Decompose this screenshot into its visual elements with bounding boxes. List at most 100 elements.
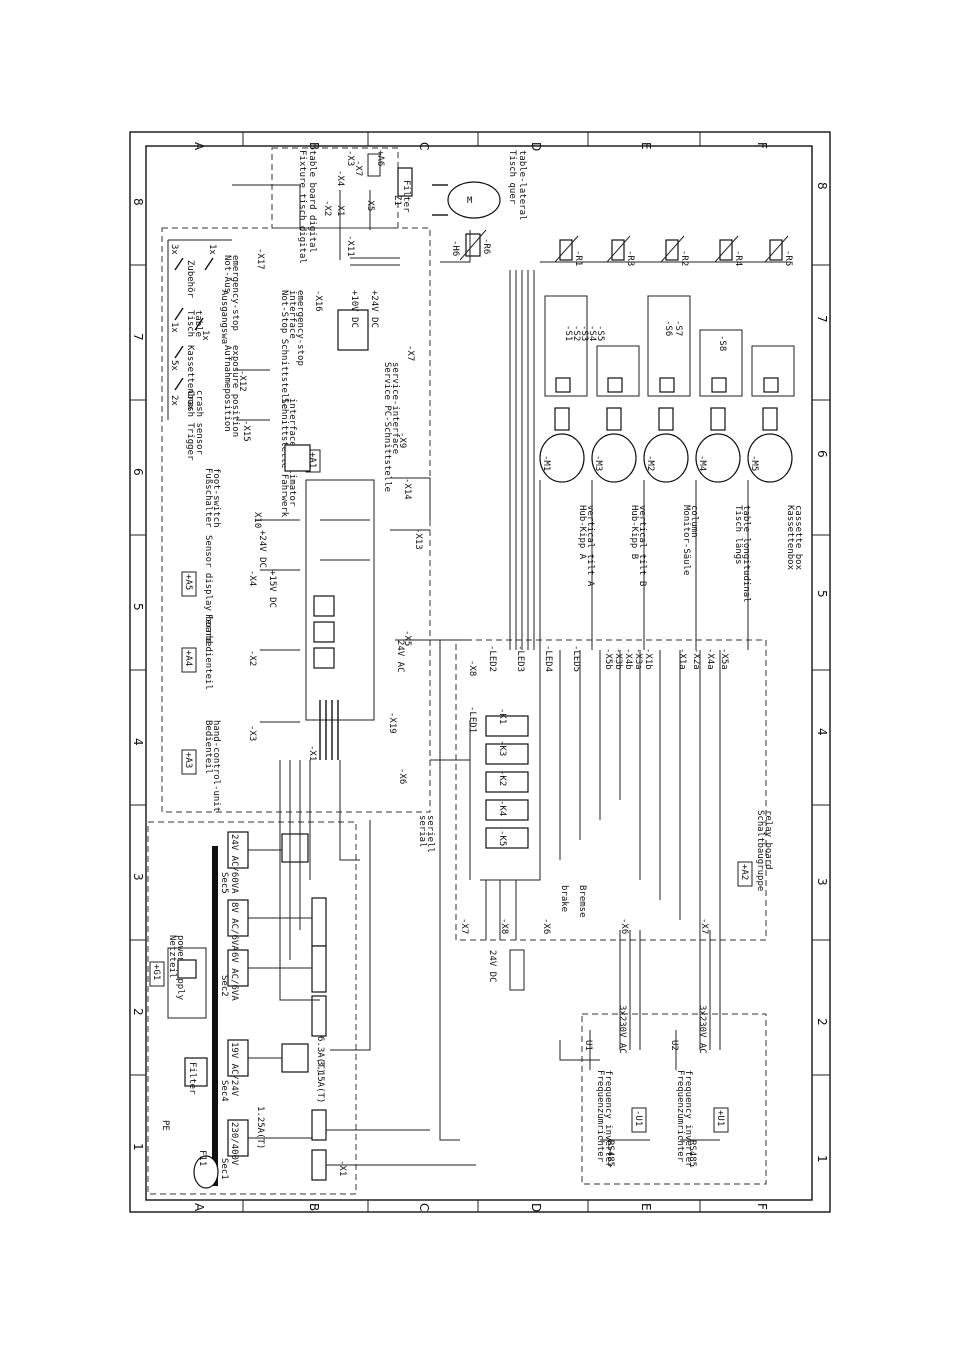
- svg-text:frequency inverter: frequency inverter: [683, 1070, 693, 1168]
- svg-text:-X19: -X19: [387, 712, 397, 734]
- svg-text:Service PC-Schnittstelle: Service PC-Schnittstelle: [382, 362, 392, 492]
- svg-text:-M3: -M3: [593, 455, 603, 471]
- svg-text:+A5: +A5: [183, 574, 193, 590]
- svg-text:-X11: -X11: [345, 235, 355, 257]
- svg-text:Fixture tisch digital: Fixture tisch digital: [297, 150, 307, 264]
- svg-text:Filter: Filter: [401, 180, 411, 213]
- grid-D-top: D: [529, 142, 543, 151]
- svg-text:Aufnahmeposition: Aufnahmeposition: [222, 345, 232, 432]
- svg-text:relay board: relay board: [763, 810, 773, 870]
- svg-text:F11: F11: [197, 1150, 207, 1166]
- svg-text:-X5a: -X5a: [719, 648, 729, 670]
- svg-text:-X3: -X3: [247, 725, 257, 741]
- svg-text:table-lateral: table-lateral: [517, 150, 527, 220]
- svg-text:U2: U2: [669, 1040, 679, 1051]
- svg-text:Fernbedienteil: Fernbedienteil: [203, 614, 213, 690]
- svg-text:-X3b: -X3b: [613, 648, 623, 670]
- svg-text:Tisch: Tisch: [185, 310, 195, 337]
- svg-text:6.3A(T): 6.3A(T): [315, 1036, 325, 1074]
- svg-text:1: 1: [815, 1155, 829, 1163]
- svg-text:1x: 1x: [169, 322, 179, 333]
- svg-text:1x: 1x: [207, 244, 217, 255]
- svg-text:-U1: -U1: [633, 1110, 643, 1126]
- svg-text:-X8: -X8: [467, 660, 477, 676]
- svg-text:emergency-stop: emergency-stop: [230, 255, 240, 331]
- main-board-blocks: [284, 309, 375, 760]
- svg-text:-X3: -X3: [345, 150, 355, 166]
- svg-text:-X6: -X6: [619, 918, 629, 934]
- main-board-connectors: -X12 -X15 -X17 X10 -X4 -X2 -X3 -X1 -X11 …: [237, 235, 423, 784]
- svg-text:230/400V: 230/400V: [229, 1122, 239, 1166]
- svg-text:-S8: -S8: [717, 335, 727, 351]
- svg-text:-R1: -R1: [573, 250, 583, 266]
- svg-text:-M1: -M1: [541, 455, 551, 471]
- svg-text:24V AC/60VA: 24V AC/60VA: [229, 834, 239, 894]
- svg-text:+A1: +A1: [307, 452, 317, 468]
- sensor-switches: 2x 5x 1x 3x 1x 1x Crash Trigger crash se…: [167, 239, 240, 461]
- grid-E-top: E: [639, 142, 653, 150]
- svg-text:M: M: [467, 196, 473, 206]
- svg-text:+24V DC: +24V DC: [257, 530, 267, 568]
- svg-text:Sec4: Sec4: [219, 1080, 229, 1102]
- svg-text:-M5: -M5: [749, 455, 759, 471]
- svg-text:5x: 5x: [169, 360, 179, 371]
- svg-text:-X7: -X7: [353, 160, 363, 176]
- inverter-region: [581, 1013, 767, 1185]
- svg-text:column: column: [689, 505, 699, 538]
- svg-text:Kassettenbox: Kassettenbox: [785, 505, 795, 571]
- svg-text:Sec2: Sec2: [219, 975, 229, 997]
- inner-frame: [145, 145, 813, 1201]
- svg-text:Schaltbaugruppe: Schaltbaugruppe: [755, 810, 765, 891]
- grid-D-bottom: D: [529, 1203, 543, 1212]
- svg-text:-X6: -X6: [541, 918, 551, 934]
- svg-text:U1: U1: [583, 1040, 593, 1051]
- svg-text:-X2: -X2: [322, 200, 332, 216]
- potentiometers: -R1 -R3 -R2 -R4 -R5: [540, 235, 793, 266]
- svg-text:exposure position: exposure position: [230, 345, 240, 437]
- svg-text:Tisch quer: Tisch quer: [507, 150, 517, 205]
- relay-wiring: [480, 650, 721, 980]
- svg-text:+A3: +A3: [183, 752, 193, 768]
- svg-text:Sec5: Sec5: [219, 872, 229, 894]
- svg-text:-LED2: -LED2: [487, 645, 497, 672]
- svg-text:-S4: -S4: [587, 325, 597, 341]
- svg-text:table: table: [193, 310, 203, 337]
- svg-text:-M4: -M4: [697, 455, 707, 471]
- grid-row-labels-top: A B C D E F: [192, 142, 769, 151]
- svg-text:4: 4: [815, 728, 829, 736]
- svg-text:1: 1: [131, 1143, 145, 1151]
- svg-text:1.25A(T): 1.25A(T): [255, 1106, 265, 1149]
- svg-text:2: 2: [131, 1008, 145, 1016]
- svg-text:Frequenzumrichter: Frequenzumrichter: [595, 1070, 605, 1163]
- svg-text:Monitor-Säule: Monitor-Säule: [681, 505, 691, 575]
- svg-text:-X14: -X14: [402, 478, 412, 500]
- voltage-labels: +24V DC +15V DC 24V AC +24V DC +10V DC 2…: [257, 290, 707, 1054]
- svg-text:-X16: -X16: [313, 290, 323, 312]
- svg-text:seriell: seriell: [425, 815, 435, 853]
- svg-text:+A2: +A2: [739, 864, 749, 880]
- svg-text:Frequenzumrichter: Frequenzumrichter: [675, 1070, 685, 1163]
- svg-text:foot-switch: foot-switch: [211, 468, 221, 528]
- svg-text:Kassettenbox: Kassettenbox: [185, 345, 195, 411]
- svg-text:24V DC: 24V DC: [487, 950, 497, 983]
- svg-text:3x230V AC: 3x230V AC: [617, 1005, 627, 1054]
- svg-text:frequency inverter: frequency inverter: [603, 1070, 613, 1168]
- svg-text:-S3: -S3: [579, 325, 589, 341]
- svg-text:3.15A(T): 3.15A(T): [315, 1060, 325, 1103]
- svg-text:cassette box: cassette box: [793, 505, 803, 571]
- svg-text:-R2: -R2: [679, 250, 689, 266]
- svg-text:-K1: -K1: [497, 708, 507, 724]
- svg-text:+24V DC: +24V DC: [369, 290, 379, 328]
- svg-text:-X9: -X9: [397, 432, 407, 448]
- svg-text:-X4: -X4: [247, 570, 257, 586]
- svg-text:Netzteil: Netzteil: [167, 935, 177, 978]
- svg-text:-X7: -X7: [405, 345, 415, 361]
- svg-text:-X7: -X7: [459, 918, 469, 934]
- svg-text:1x: 1x: [200, 330, 210, 341]
- motors: -M1 -M3 -M2 -M4 -M5 Hub-Kipp A vertical …: [539, 407, 803, 603]
- svg-text:-LED3: -LED3: [515, 645, 525, 672]
- svg-text:3x230V AC: 3x230V AC: [697, 1005, 707, 1054]
- svg-text:RS485: RS485: [605, 1140, 615, 1167]
- svg-text:+A4: +A4: [183, 650, 193, 666]
